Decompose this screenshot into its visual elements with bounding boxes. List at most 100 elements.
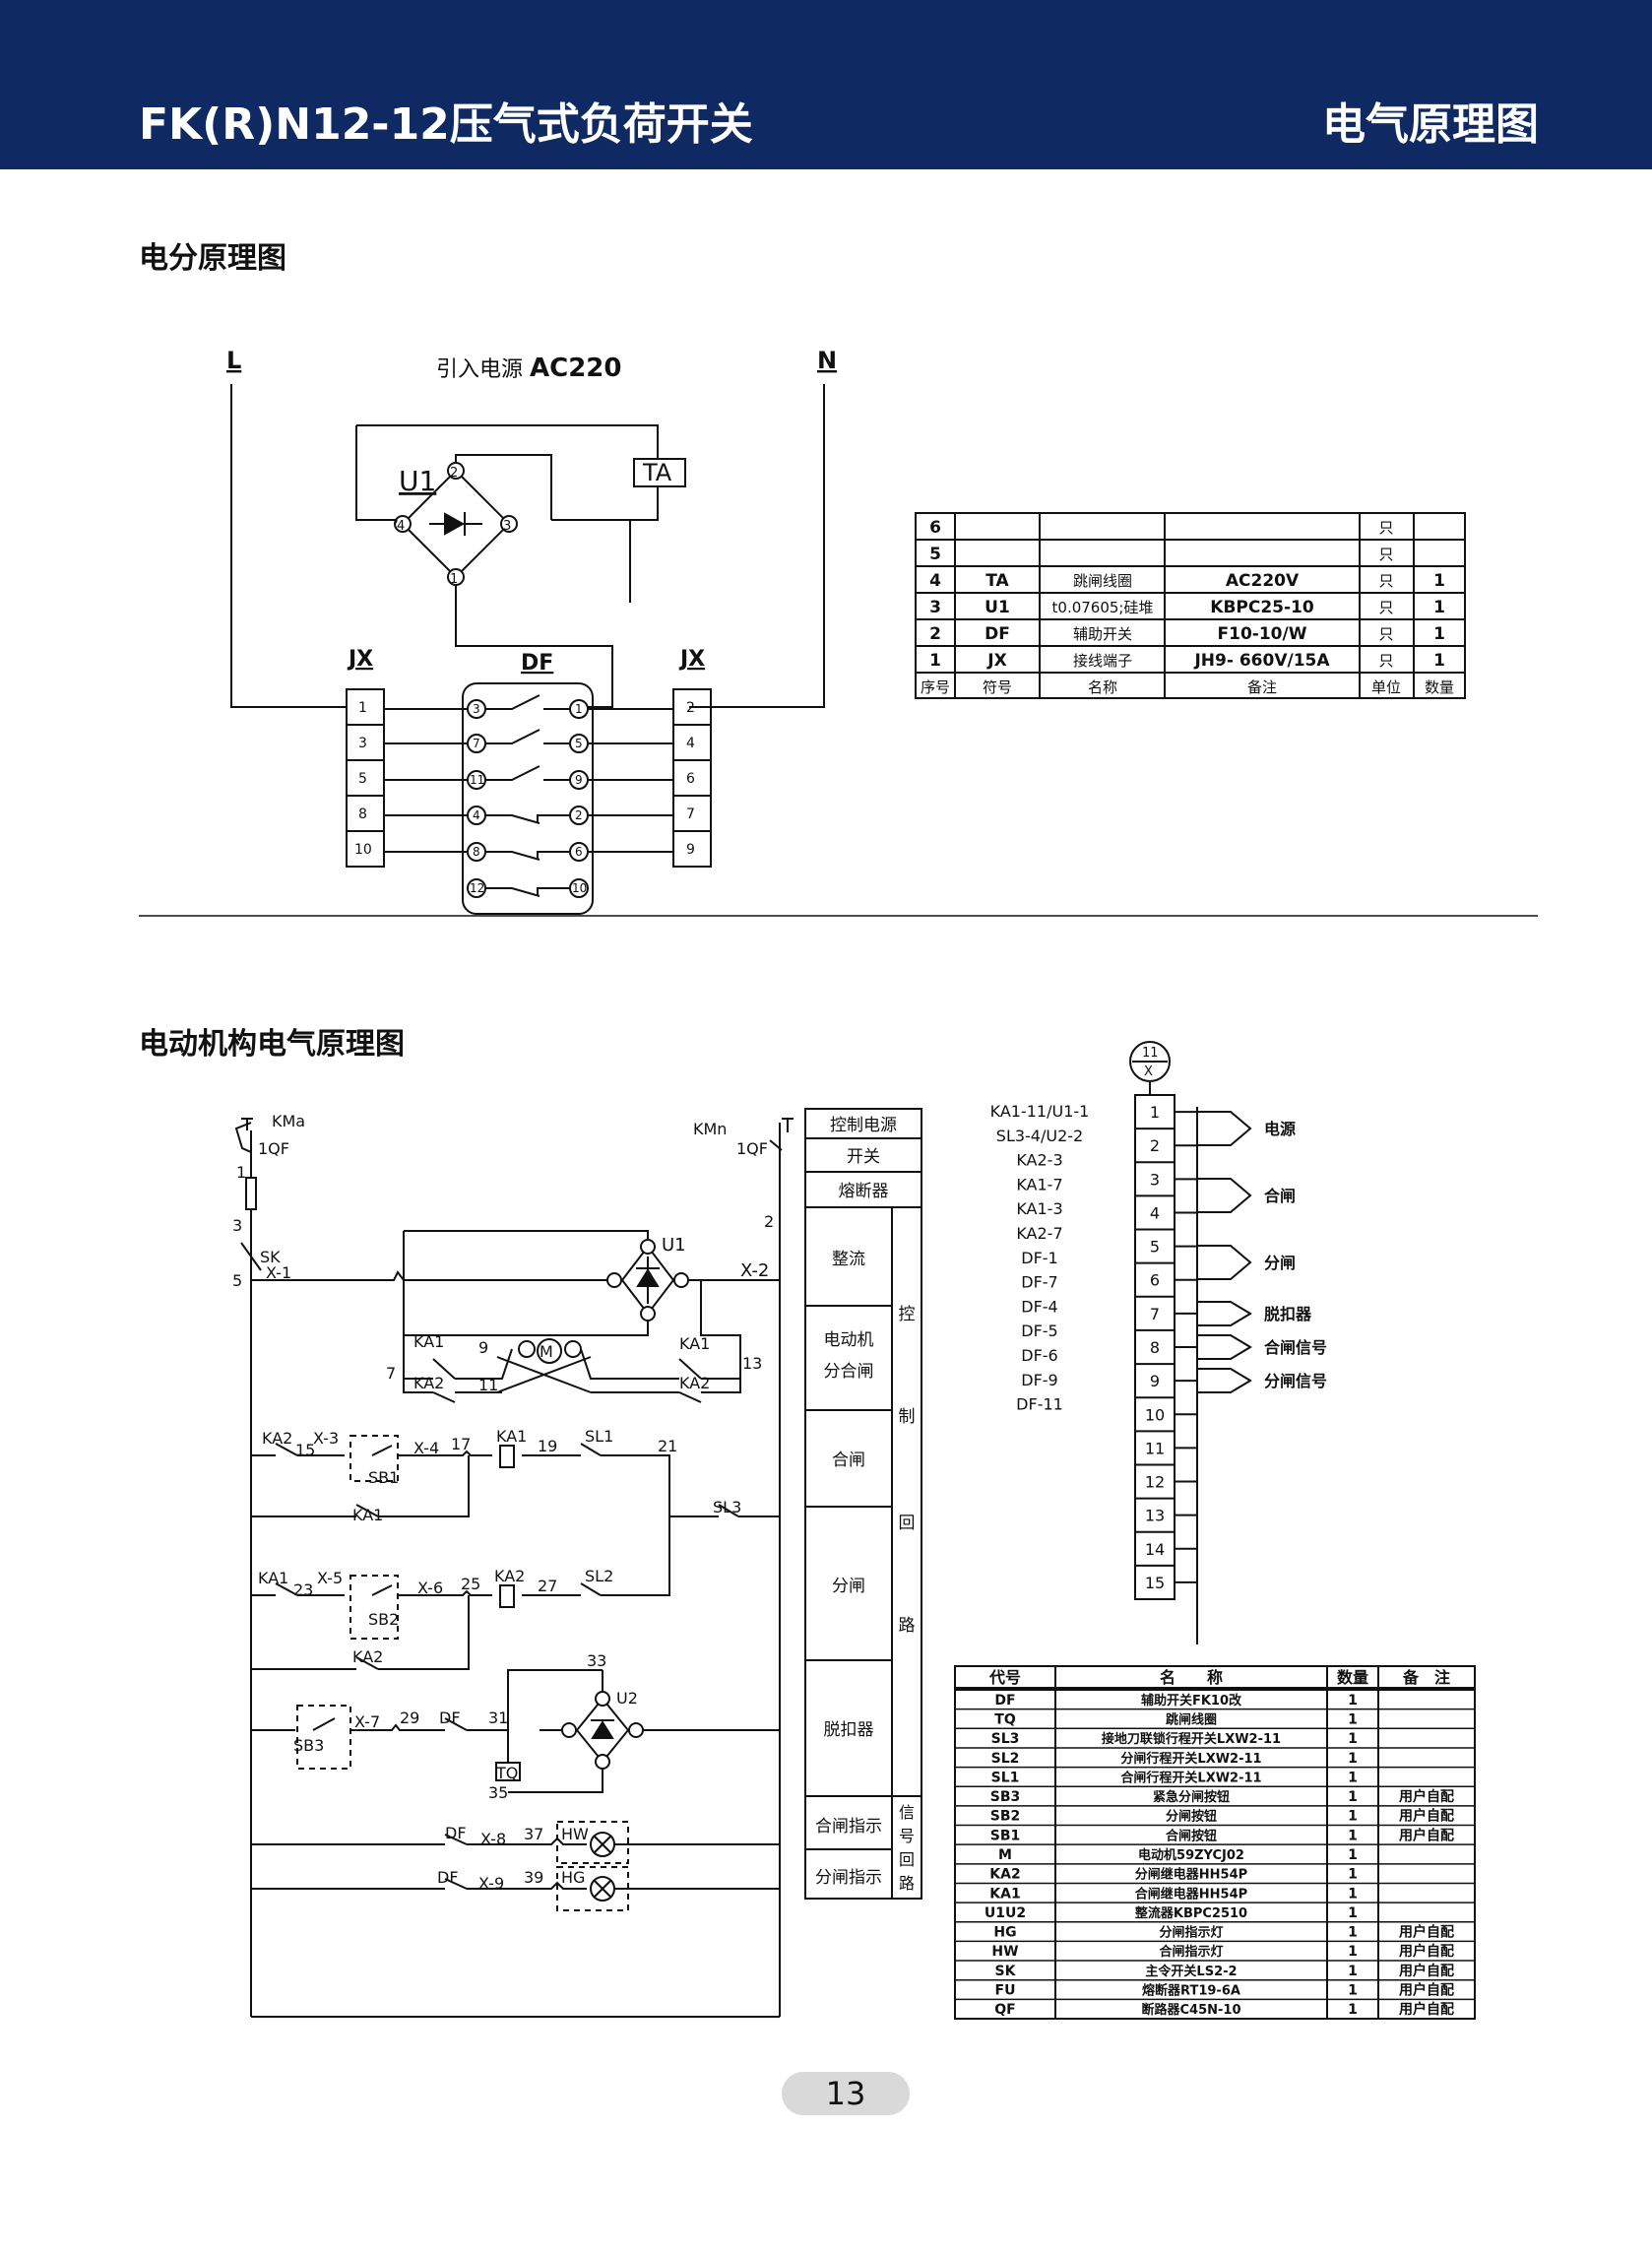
jx-right-term: 9 — [686, 842, 695, 858]
table1-cell: U1 — [985, 598, 1010, 617]
terminal-header-bottom: X — [1144, 1064, 1153, 1079]
node-label: 37 — [524, 1825, 543, 1843]
node-label: 19 — [538, 1437, 557, 1455]
x9-label: X-9 — [478, 1874, 504, 1893]
terminal-number: 12 — [1145, 1473, 1165, 1492]
table1-header-cell: 符号 — [983, 678, 1012, 696]
df-term: 1 — [575, 702, 583, 716]
x1-label: X-1 — [266, 1263, 291, 1282]
table2-cell: 用户自配 — [1399, 1963, 1454, 1979]
df-label: DF — [437, 1868, 459, 1887]
table1-header-cell: 序号 — [921, 678, 950, 696]
tq-label: TQ — [495, 1764, 518, 1782]
sl3-label: SL3 — [713, 1498, 741, 1516]
table1-cell: 只 — [1378, 652, 1393, 670]
table1-cell: TA — [985, 571, 1009, 591]
table2-cell: 接地刀联锁行程开关LXW2-11 — [1102, 1731, 1281, 1747]
table2-cell: 合闸指示灯 — [1159, 1944, 1223, 1960]
section1-title: 电分原理图 — [139, 241, 286, 276]
ka2-coil-label: KA2 — [494, 1567, 525, 1585]
table2-cell: 1 — [1348, 1925, 1358, 1941]
legend-vertical-label: 号 — [899, 1827, 915, 1845]
terminal-number: 8 — [1150, 1338, 1160, 1357]
legend-vertical-label: 路 — [899, 1874, 915, 1893]
terminal-number: 4 — [1150, 1203, 1160, 1222]
terminal-number: 15 — [1145, 1574, 1165, 1592]
sb2-label: SB2 — [368, 1610, 399, 1629]
table2-cell: 主令开关LS2-2 — [1145, 1964, 1237, 1979]
u2-label: U2 — [616, 1689, 638, 1708]
terminal-number: 6 — [1150, 1271, 1160, 1290]
terminal-source-label: KA1-7 — [1016, 1175, 1062, 1193]
product-title: FK(R)N12-12压气式负荷开关 — [139, 99, 753, 150]
table2-cell: 分闸继电器HH54P — [1135, 1867, 1247, 1883]
table1-cell: KBPC25-10 — [1210, 598, 1314, 617]
df-term: 3 — [473, 702, 480, 716]
table1-cell: 只 — [1378, 572, 1393, 590]
table2-cell: 1 — [1348, 1731, 1358, 1747]
table2-cell: 合闸按钮 — [1166, 1828, 1217, 1843]
table1-cell: F10-10/W — [1218, 624, 1307, 644]
legend-label: 合闸指示 — [815, 1817, 882, 1837]
table2-cell: 用户自配 — [1399, 2001, 1454, 2018]
table2-cell: KA2 — [989, 1867, 1020, 1883]
terminal-number: 7 — [1150, 1305, 1160, 1323]
ka1-label: KA1 — [258, 1569, 288, 1587]
table2-cell: TQ — [994, 1711, 1016, 1727]
table2-cell: QF — [994, 2002, 1015, 2018]
table2-cell: 用户自配 — [1399, 1788, 1454, 1805]
sb1-label: SB1 — [368, 1468, 399, 1487]
table2-cell: 1 — [1348, 1770, 1358, 1785]
ka1-label: KA1 — [679, 1334, 710, 1353]
power-label-prefix: 引入电源 — [436, 357, 523, 382]
legend-label: 控制电源 — [830, 1116, 897, 1135]
node-label: 23 — [293, 1580, 313, 1599]
table2-cell: 1 — [1348, 1944, 1358, 1960]
table2-cell: 1 — [1348, 1789, 1358, 1805]
legend-label: 电动机 — [824, 1330, 874, 1350]
terminal-signal-label: 合闸信号 — [1264, 1338, 1327, 1357]
header-bar: FK(R)N12-12压气式负荷开关 电气原理图 — [0, 0, 1652, 169]
table2-cell: SB1 — [990, 1828, 1021, 1843]
table2-cell: HG — [993, 1925, 1016, 1941]
table2-cell: SK — [995, 1964, 1017, 1979]
x4-label: X-4 — [413, 1439, 439, 1457]
jx-right-term: 6 — [686, 771, 695, 787]
sl1-label: SL1 — [585, 1427, 613, 1446]
legend-vertical-label: 路 — [899, 1616, 916, 1636]
power-label-value: AC220 — [530, 354, 621, 383]
df-term: 6 — [575, 845, 583, 859]
bridge-node-2: 2 — [450, 466, 458, 481]
terminal-strip: 11 X 123456789101112131415KA1-11/U1-1SL3… — [990, 1041, 1327, 1644]
jx-right-label: JX — [678, 647, 705, 672]
node-label: 7 — [386, 1364, 396, 1383]
table2-cell: 熔断器RT19-6A — [1142, 1983, 1240, 1999]
page-number: 13 — [782, 2072, 910, 2115]
terminal-signal-label: 合闸 — [1264, 1187, 1296, 1205]
table1-cell: AC220V — [1226, 571, 1300, 591]
table1-cell: 5 — [929, 545, 941, 564]
table2-cell: 分闸指示灯 — [1159, 1925, 1223, 1941]
terminal-source-label: DF-11 — [1016, 1395, 1063, 1414]
hg-label: HG — [561, 1868, 585, 1887]
df-label: DF — [445, 1824, 467, 1842]
sl2-label: SL2 — [585, 1567, 613, 1585]
legend-label: 脱扣器 — [824, 1720, 874, 1740]
table1-header-cell: 名称 — [1088, 678, 1117, 696]
table1-cell: 只 — [1378, 625, 1393, 643]
jx-left-term: 3 — [358, 736, 367, 751]
x6-label: X-6 — [417, 1579, 443, 1597]
terminal-number: 9 — [1150, 1372, 1160, 1390]
table2-cell: 用户自配 — [1399, 1808, 1454, 1825]
jx-right-term: 7 — [686, 806, 695, 822]
jx-left-label: JX — [347, 647, 373, 672]
node-label: 15 — [295, 1441, 315, 1459]
node-label: 11 — [478, 1376, 498, 1394]
node-label: 3 — [232, 1216, 242, 1235]
bridge-node-3: 3 — [503, 519, 511, 534]
terminal-source-label: DF-9 — [1021, 1371, 1057, 1389]
table1-cell: 1 — [1433, 571, 1445, 591]
table2-cell: U1U2 — [985, 1905, 1026, 1921]
table2-cell: 整流器KBPC2510 — [1134, 1905, 1247, 1921]
